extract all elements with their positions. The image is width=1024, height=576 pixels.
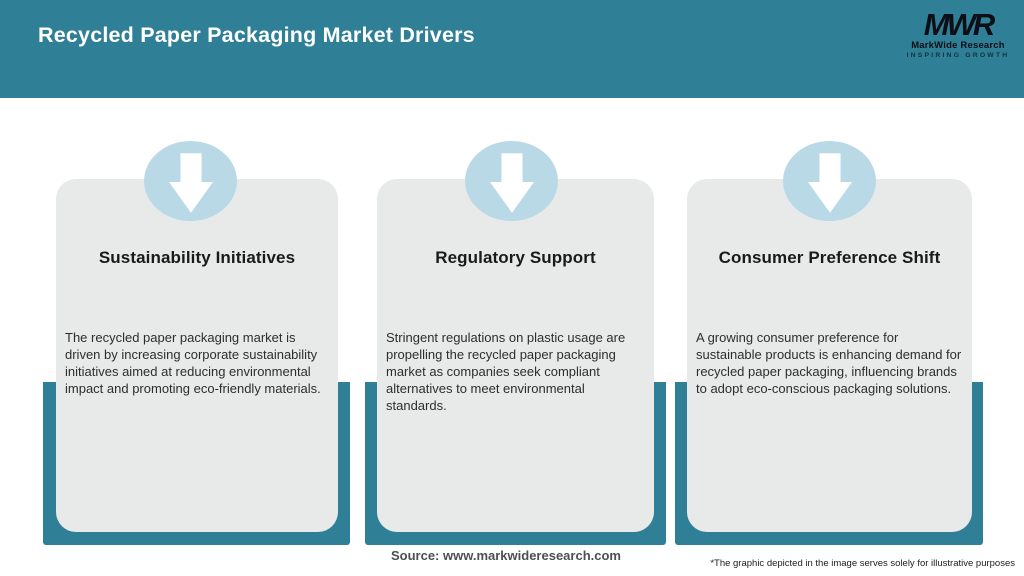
down-arrow-icon [489,152,534,213]
down-arrow-icon [168,152,213,213]
logo-tagline: INSPIRING GROWTH [906,51,1010,59]
driver-card-consumer: Consumer Preference Shift A growing cons… [687,179,972,532]
arrow-badge [144,141,237,221]
card-title: Consumer Preference Shift [718,248,941,267]
driver-card-regulatory: Regulatory Support Stringent regulations… [377,179,654,532]
markwide-logo: MWR MarkWide Research INSPIRING GROWTH [904,9,1012,59]
disclaimer-text: *The graphic depicted in the image serve… [710,558,1015,569]
down-arrow-icon [807,152,852,213]
card-title: Sustainability Initiatives [98,248,296,267]
source-text: Source: www.markwideresearch.com [390,548,621,563]
header-bar: Recycled Paper Packaging Market Drivers … [0,0,1024,98]
arrow-badge [465,141,558,221]
logo-acronym: MWR [923,7,995,42]
arrow-badge [783,141,876,221]
card-title: Regulatory Support [435,248,596,267]
card-description: Stringent regulations on plastic usage a… [386,330,626,413]
card-description: A growing consumer preference for sustai… [696,330,962,396]
card-description: The recycled paper packaging market is d… [65,330,321,396]
driver-card-sustainability: Sustainability Initiatives The recycled … [56,179,338,532]
page-title: Recycled Paper Packaging Market Drivers [38,23,475,47]
logo-name: MarkWide Research [911,40,1005,51]
